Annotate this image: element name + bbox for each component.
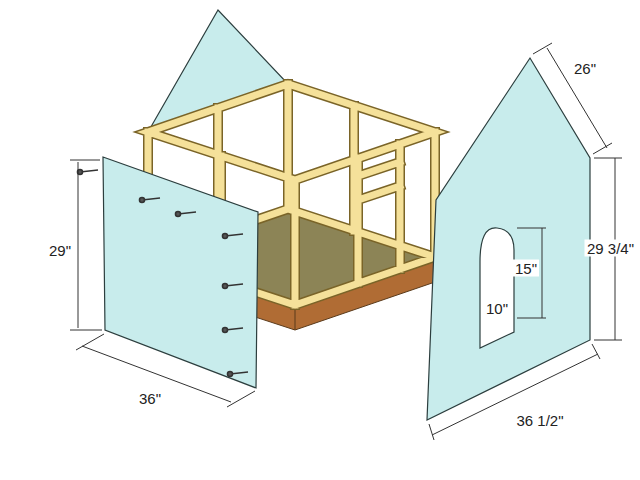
nail-head xyxy=(176,212,181,217)
dimension-label: 10" xyxy=(484,300,510,317)
side-panel xyxy=(427,58,590,420)
nail-head xyxy=(223,284,228,289)
front-panel xyxy=(103,157,258,388)
extension-line xyxy=(429,424,434,440)
dimension-lines xyxy=(70,43,622,440)
nail-head xyxy=(223,234,228,239)
extension-line xyxy=(594,340,622,341)
dimension-label: 29 3/4" xyxy=(585,240,636,257)
door-opening xyxy=(480,228,514,348)
extension-line xyxy=(594,158,622,159)
extension-line xyxy=(76,334,104,350)
dimension-line xyxy=(432,354,598,435)
nail-head xyxy=(140,198,145,203)
extension-line xyxy=(593,143,612,154)
extension-line xyxy=(227,391,255,407)
extension-line xyxy=(70,160,100,161)
dimension-label: 15" xyxy=(513,260,539,277)
nails xyxy=(78,170,249,377)
dimension-line xyxy=(547,48,607,148)
extension-line xyxy=(70,330,102,331)
dimension-line xyxy=(542,228,543,318)
nail-head xyxy=(223,328,228,333)
nail-head xyxy=(228,372,233,377)
dimension-label: 26" xyxy=(572,60,598,77)
dimension-label: 29" xyxy=(47,242,73,259)
dimension-line xyxy=(78,162,79,328)
dimension-label: 36 1/2" xyxy=(514,412,565,429)
dimension-label: 36" xyxy=(137,390,163,407)
